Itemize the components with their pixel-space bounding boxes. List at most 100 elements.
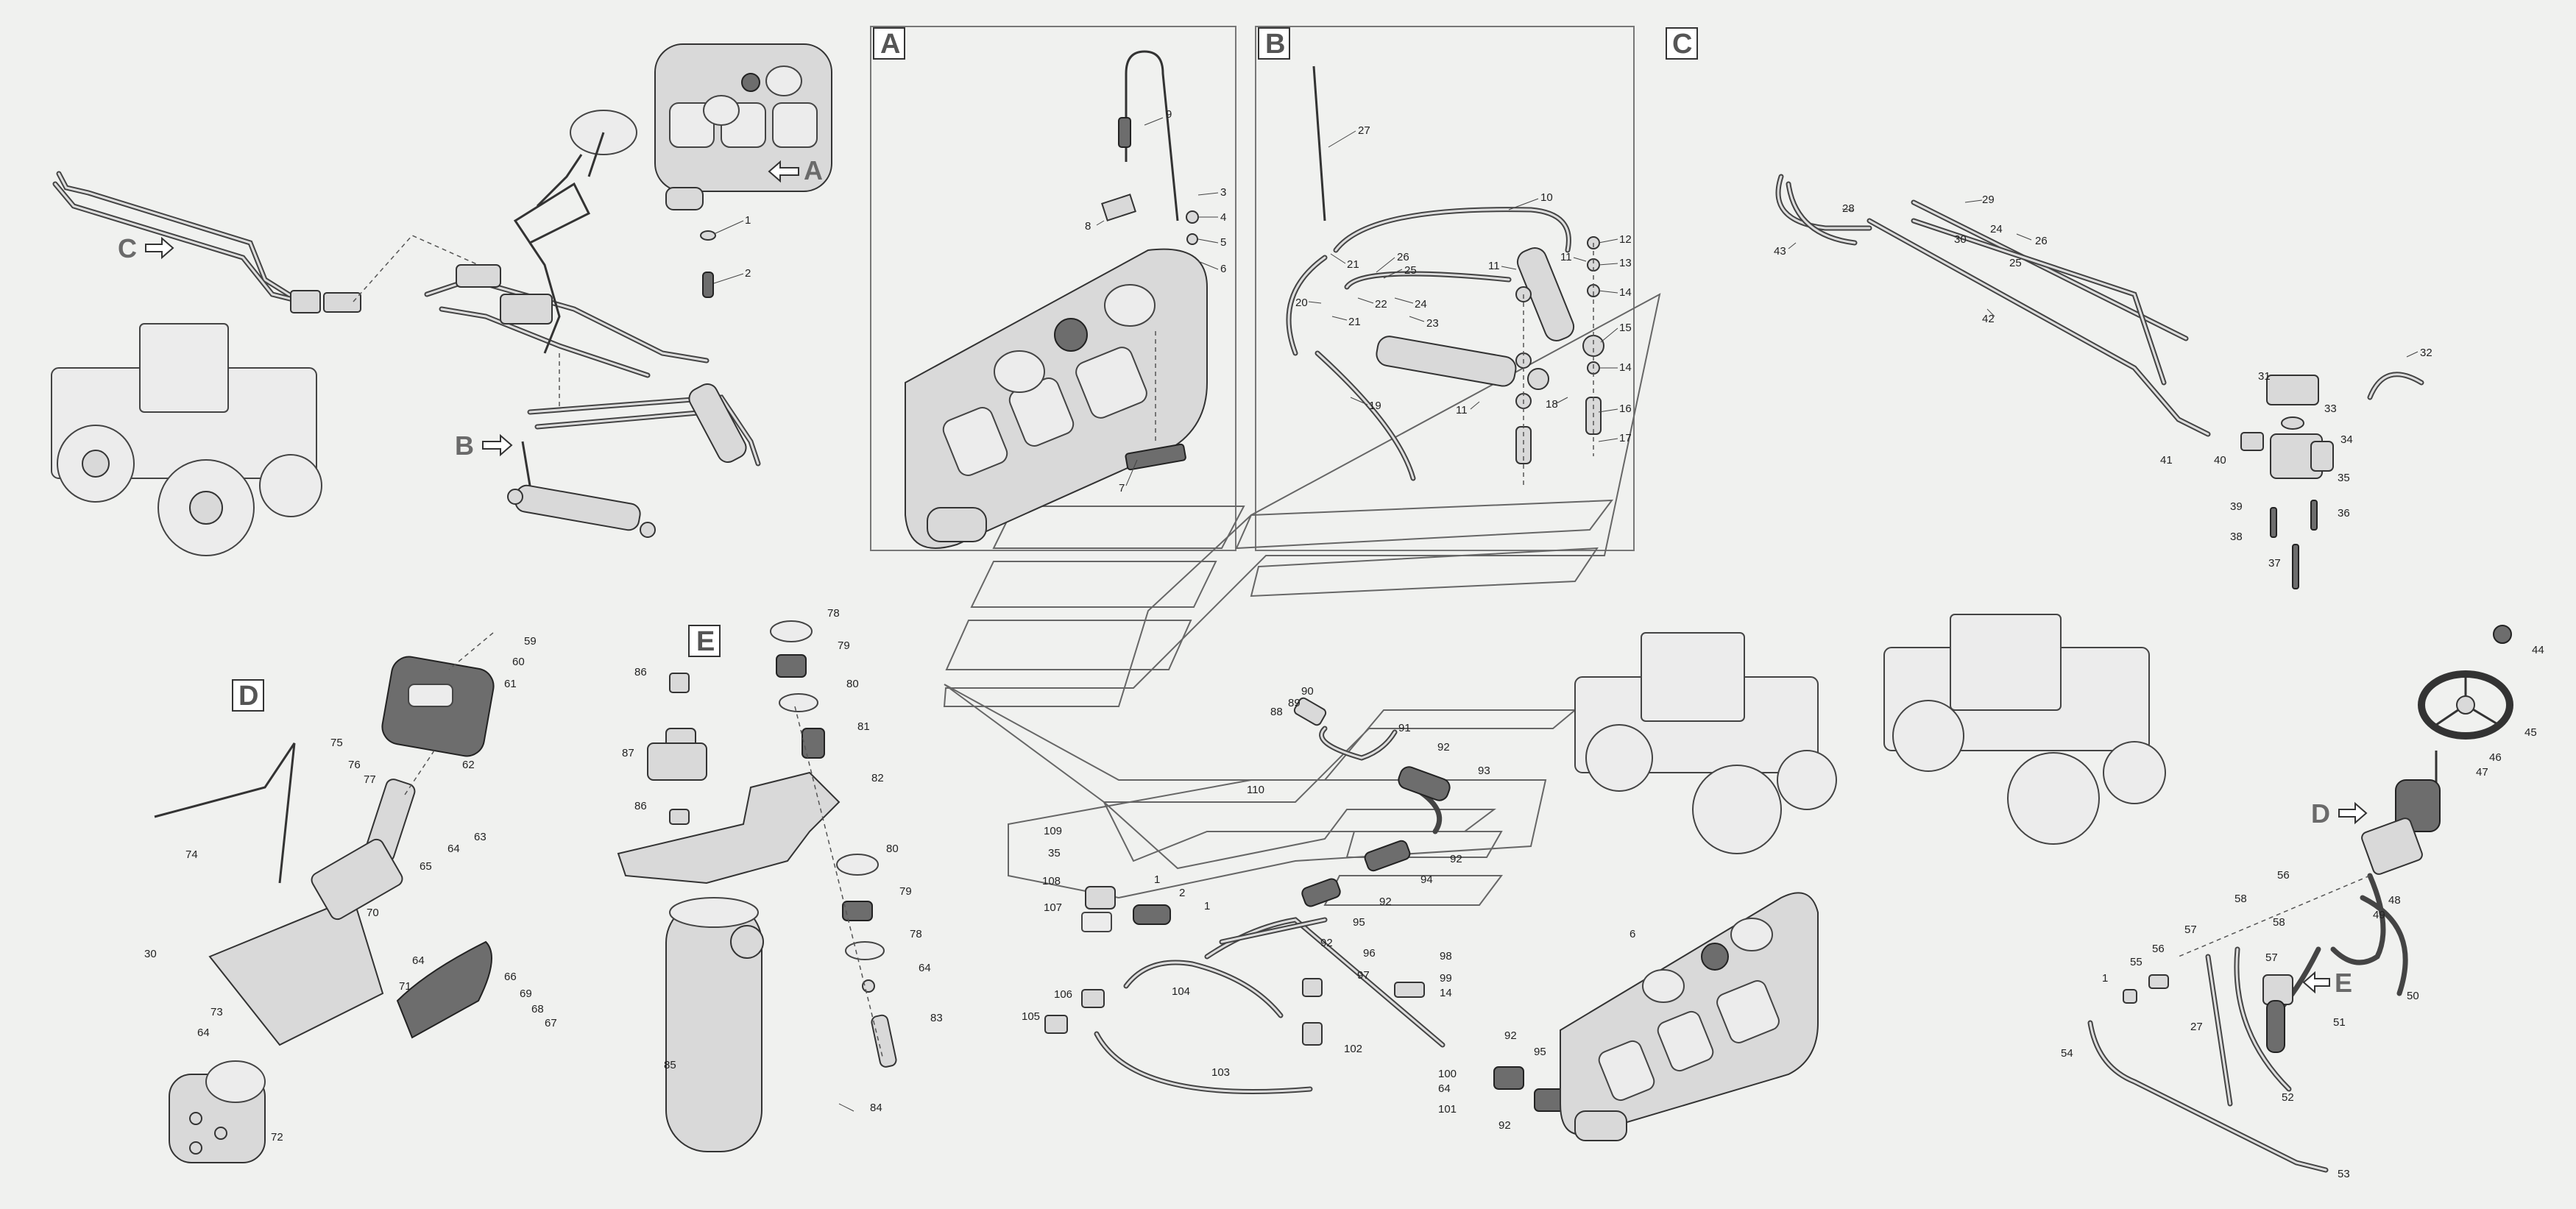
part-number-callout: 47 xyxy=(2476,766,2488,779)
part-number-callout: 86 xyxy=(634,666,647,678)
part-number-callout: 26 xyxy=(2035,235,2048,247)
part-number-callout: 25 xyxy=(2009,257,2022,269)
part-number-callout: 91 xyxy=(1398,722,1411,734)
section-label-b: B xyxy=(1258,27,1290,60)
part-number-callout: 74 xyxy=(185,848,198,861)
part-number-callout: 23 xyxy=(1426,317,1439,330)
part-number-callout: 64 xyxy=(919,962,931,974)
part-number-callout: 1 xyxy=(2102,972,2108,985)
part-number-callout: 79 xyxy=(899,885,912,898)
part-number-callout: 105 xyxy=(1022,1010,1040,1023)
part-number-callout: 32 xyxy=(2420,347,2432,359)
part-number-callout: 26 xyxy=(1397,251,1409,263)
part-number-callout: 17 xyxy=(1619,432,1632,444)
part-number-callout: 92 xyxy=(1320,937,1333,949)
svg-text:E: E xyxy=(696,626,715,657)
svg-text:B: B xyxy=(455,430,474,461)
part-number-callout: 1 xyxy=(745,214,751,227)
part-number-callout: 76 xyxy=(348,759,361,771)
part-number-callout: 28 xyxy=(1842,202,1855,215)
part-number-callout: 95 xyxy=(1534,1046,1546,1058)
part-number-callout: 14 xyxy=(1619,361,1632,374)
part-number-callout: 1 xyxy=(1154,873,1160,886)
part-number-callout: 10 xyxy=(1540,191,1553,204)
svg-text:C: C xyxy=(118,233,137,263)
part-number-callout: 83 xyxy=(930,1012,943,1024)
part-number-callout: 109 xyxy=(1044,825,1062,837)
part-number-callout: 49 xyxy=(2373,909,2385,921)
part-number-callout: 11 xyxy=(1488,260,1500,272)
tractor-illustration-center xyxy=(1574,632,1837,854)
svg-text:E: E xyxy=(2335,968,2352,998)
part-number-callout: 93 xyxy=(1478,765,1490,777)
section-label-e: E xyxy=(688,625,721,657)
part-number-callout: 98 xyxy=(1440,950,1452,962)
part-number-callout: 35 xyxy=(2338,472,2350,484)
part-number-callout: 45 xyxy=(2524,726,2537,739)
part-number-callout: 92 xyxy=(1437,741,1450,754)
part-number-callout: 62 xyxy=(462,759,475,771)
part-number-callout: 99 xyxy=(1440,972,1452,985)
top-left-hydraulic-assembly: A C B 1 2 xyxy=(52,43,832,538)
part-number-callout: 27 xyxy=(2190,1021,2203,1033)
part-number-callout: 11 xyxy=(1560,251,1572,263)
part-number-callout: 77 xyxy=(364,773,376,786)
part-number-callout: 25 xyxy=(1404,264,1417,277)
part-number-callout: 95 xyxy=(1353,916,1365,929)
part-number-callout: 87 xyxy=(622,747,634,759)
part-number-callout: 71 xyxy=(399,980,411,993)
perspective-frame-outlines xyxy=(943,293,1661,906)
part-number-callout: 13 xyxy=(1619,257,1632,269)
part-number-callout: 96 xyxy=(1363,947,1376,960)
part-number-callout: 9 xyxy=(1166,108,1172,121)
part-number-callout: 53 xyxy=(2338,1168,2350,1180)
section-label-d: D xyxy=(232,679,264,712)
part-number-callout: 82 xyxy=(871,772,884,784)
part-number-callout: 46 xyxy=(2489,751,2502,764)
part-number-callout: 30 xyxy=(144,948,157,960)
arrow-c-pointer: C xyxy=(118,233,174,263)
part-number-callout: 66 xyxy=(504,971,517,983)
tractor-illustration-right xyxy=(1883,614,2166,845)
panel-e-filter-assembly: 78 79 80 81 86 87 82 86 80 79 78 64 83 8… xyxy=(617,607,943,1152)
part-number-callout: 103 xyxy=(1211,1066,1230,1079)
part-number-callout: 80 xyxy=(846,678,859,690)
part-number-callout: 38 xyxy=(2230,531,2243,543)
part-number-callout: 84 xyxy=(870,1102,882,1114)
part-number-callout: 67 xyxy=(545,1017,557,1029)
part-number-callout: 52 xyxy=(2282,1091,2294,1104)
part-number-callout: 39 xyxy=(2230,500,2243,513)
part-number-callout: 35 xyxy=(1048,847,1061,859)
part-number-callout: 79 xyxy=(838,639,850,652)
part-number-callout: 8 xyxy=(1085,220,1091,233)
part-number-callout: 89 xyxy=(1288,697,1301,709)
part-number-callout: 7 xyxy=(1119,482,1125,494)
part-number-callout: 94 xyxy=(1420,873,1433,886)
part-number-callout: 101 xyxy=(1438,1103,1457,1116)
svg-text:A: A xyxy=(804,155,823,185)
part-number-callout: 43 xyxy=(1774,245,1786,258)
part-number-callout: 2 xyxy=(745,267,751,280)
part-number-callout: 73 xyxy=(210,1006,223,1018)
arrow-a-pointer: A xyxy=(768,155,823,185)
part-number-callout: 60 xyxy=(512,656,525,668)
part-number-callout: 64 xyxy=(447,843,460,855)
part-number-callout: 31 xyxy=(2258,370,2271,383)
section-label-c: C xyxy=(1666,27,1698,60)
part-number-callout: 85 xyxy=(664,1059,676,1071)
part-number-callout: 56 xyxy=(2277,869,2290,882)
part-number-callout: 24 xyxy=(1415,298,1427,311)
part-number-callout: 33 xyxy=(2324,403,2337,415)
part-number-callout: 12 xyxy=(1619,233,1632,246)
part-number-callout: 21 xyxy=(1347,258,1359,271)
panel-b-frame xyxy=(1255,26,1635,551)
panel-d-steering-column: 59 60 61 62 75 76 77 63 64 65 74 70 64 7… xyxy=(144,632,557,1163)
part-number-callout: 41 xyxy=(2160,454,2173,467)
part-number-callout: 16 xyxy=(1619,403,1632,415)
part-number-callout: 22 xyxy=(1375,298,1387,311)
part-number-callout: 88 xyxy=(1270,706,1283,718)
part-number-callout: 37 xyxy=(2268,557,2281,570)
part-number-callout: 29 xyxy=(1982,194,1995,206)
part-number-callout: 102 xyxy=(1344,1043,1362,1055)
